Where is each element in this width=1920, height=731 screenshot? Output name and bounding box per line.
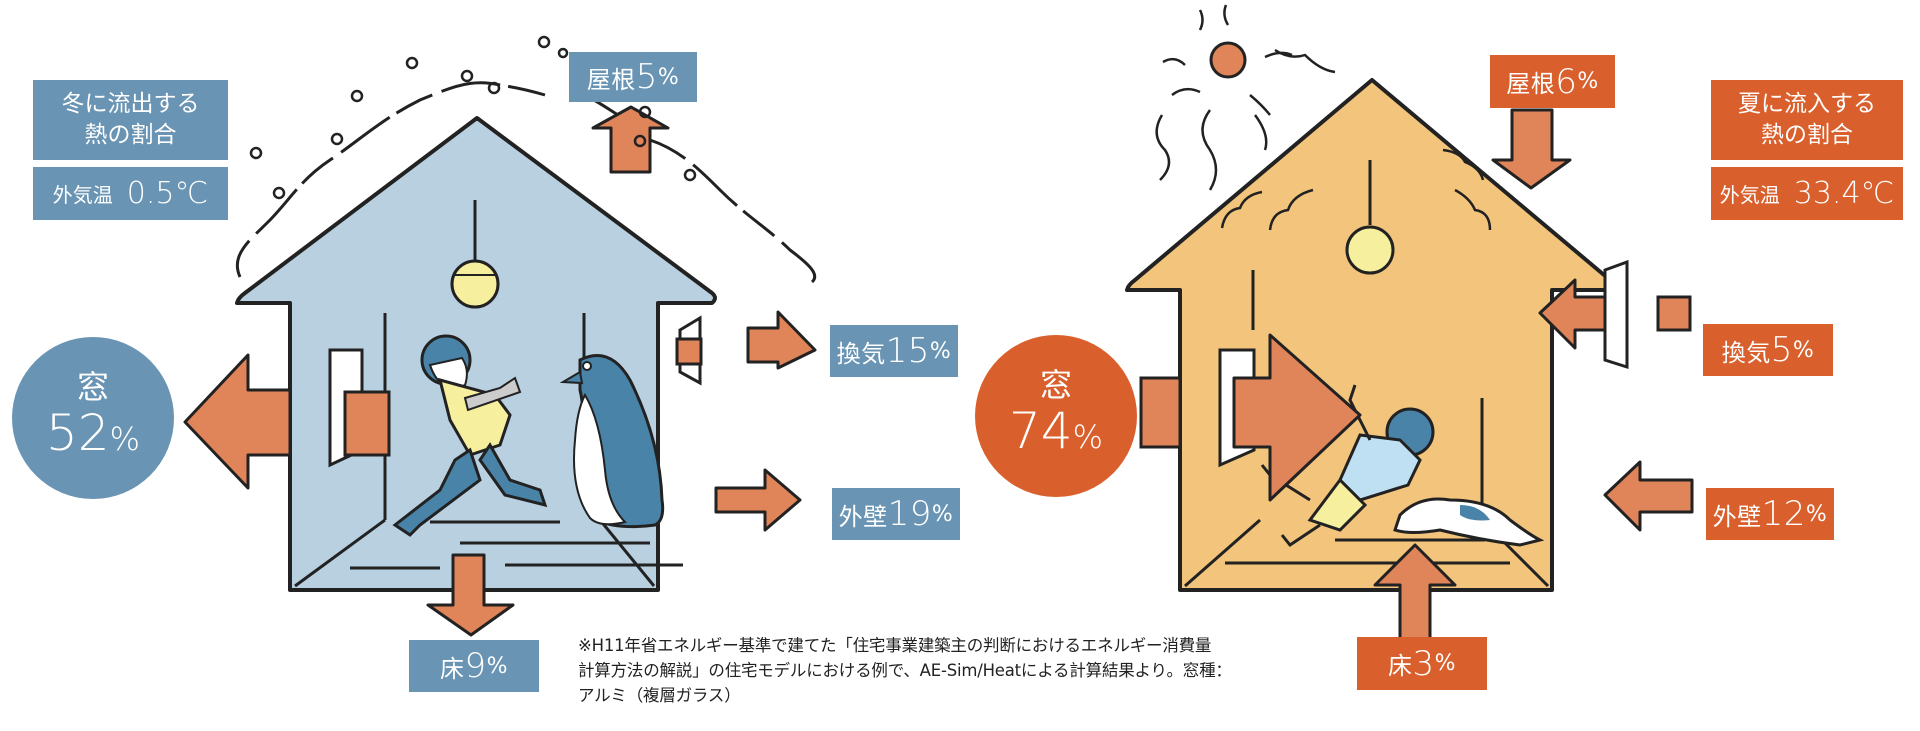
winter-title-line1: 冬に流出する (61, 91, 200, 117)
window-big-arrow-right-icon (1232, 333, 1362, 502)
child-illustration (1260, 384, 1435, 548)
winter-title-line2: 熱の割合 (84, 122, 177, 148)
winter-window-value: 52 (45, 404, 110, 462)
footnote-line2: 計算方法の解説」の住宅モデルにおける例で、AE-Sim/Heatによる計算結果よ… (578, 661, 1232, 680)
roof-arrow-down-icon (1491, 108, 1572, 190)
vent-arrow-right-icon (746, 310, 817, 370)
heat-wave-icons (1155, 4, 1336, 191)
lamp-icon (450, 259, 500, 309)
vent-arrow-left-icon (1538, 278, 1607, 350)
summer-temp-label: 外気温 (1719, 183, 1780, 207)
winter-window-circle: 窓 52% (12, 337, 174, 499)
winter-temp-label: 外気温 (52, 183, 113, 207)
summer-window-value: 74 (1008, 402, 1073, 460)
summer-window-circle: 窓 74% (975, 335, 1137, 497)
snowflake-icons (249, 35, 697, 200)
footnote-line1: ※H11年省エネルギー基準で建てた「住宅事業建築主の判断におけるエネルギー消費量 (578, 636, 1212, 655)
floor-arrow-down-icon (426, 553, 515, 637)
winter-title-box: 冬に流出する 熱の割合 (33, 80, 228, 160)
wall-arrow-left-icon (1603, 460, 1694, 532)
wall-arrow-right-icon (714, 468, 802, 532)
summer-title-line2: 熱の割合 (1761, 122, 1853, 148)
footnote-line3: アルミ（複層ガラス） (578, 686, 741, 705)
vent-outer-block-icon (1656, 295, 1692, 332)
footnote: ※H11年省エネルギー基準で建てた「住宅事業建築主の判断におけるエネルギー消費量… (578, 633, 1338, 708)
summer-title-line1: 夏に流入する (1738, 91, 1876, 117)
sun-icon (1209, 41, 1247, 79)
winter-house (183, 35, 817, 637)
summer-title-box: 夏に流入する 熱の割合 (1711, 80, 1903, 160)
cat-illustration (1393, 497, 1545, 547)
window-arrow-left-icon (183, 353, 292, 490)
roof-arrow-up-icon (591, 105, 670, 174)
window-arrow-right-icon (1139, 376, 1182, 449)
heat-curl-icons (1220, 148, 1492, 231)
winter-window-label: 窓 (76, 368, 109, 406)
summer-window-label: 窓 (1039, 366, 1072, 404)
floor-arrow-up-icon (1373, 543, 1457, 642)
summer-house (1125, 4, 1694, 642)
summer-temp-value: 33.4℃ (1793, 176, 1895, 211)
lamp-icon (1345, 225, 1395, 275)
summer-temp-box: 外気温 33.4℃ (1711, 167, 1903, 220)
winter-temp-value: 0.5℃ (126, 176, 209, 211)
winter-temp-box: 外気温 0.5℃ (33, 167, 228, 220)
child-illustration (392, 334, 548, 537)
penguin-illustration (559, 354, 665, 529)
